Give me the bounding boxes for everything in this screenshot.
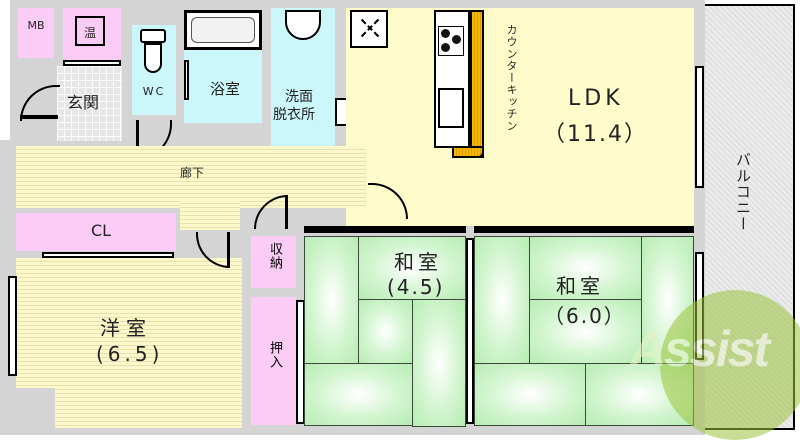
- toilet-tank: [140, 29, 166, 43]
- room-oshiire: 押入: [251, 297, 296, 425]
- ldk-label: LDK: [568, 86, 624, 111]
- oshiire-label: 押入: [267, 341, 282, 369]
- room-japanese-1: [304, 236, 466, 427]
- wc-label: WC: [142, 85, 166, 98]
- kitchen-counter: [434, 10, 470, 148]
- room-closet: CL: [16, 213, 176, 251]
- western-room-window[interactable]: [8, 276, 17, 376]
- ldk-size: （11.4）: [543, 122, 648, 147]
- closet-doors[interactable]: [42, 252, 174, 258]
- watermark-text: Assist: [630, 321, 770, 377]
- entrance-door-leaf: [20, 115, 58, 119]
- washroom-label-1: 洗面: [285, 89, 313, 105]
- bathtub: [184, 10, 262, 50]
- water-heater-unit: 温: [75, 16, 105, 46]
- room-mb: MB: [18, 8, 54, 58]
- japanese-room-2-label: 和室: [556, 274, 604, 298]
- storage-label: 収納: [267, 242, 282, 270]
- fridge-space: [350, 10, 388, 48]
- bathtub-basin: [191, 17, 255, 43]
- outer-gap: [0, 0, 10, 140]
- mb-label: MB: [27, 19, 45, 32]
- western-room-label: 洋室: [100, 316, 152, 340]
- japanese-room-2-size: （6.0）: [544, 304, 626, 328]
- western-room-column: [8, 388, 55, 428]
- bathroom-label: 浴室: [210, 80, 241, 98]
- room-water-heater: 温: [63, 8, 121, 60]
- ldk-window[interactable]: [695, 66, 704, 188]
- hallway-label: 廊下: [180, 166, 205, 180]
- western-room-size: (6.5): [96, 342, 164, 366]
- washroom-label-2: 脱衣所: [273, 107, 315, 123]
- kitchen-label: カウンターキッチン: [505, 24, 518, 132]
- japanese-room-1-size: (4.5): [387, 275, 445, 299]
- room-entrance: 玄関: [57, 66, 122, 141]
- counter-bar-end: [452, 146, 484, 158]
- water-heater-label: 温: [83, 26, 96, 40]
- sink-icon: [438, 88, 464, 128]
- room-wc: WC: [132, 25, 176, 115]
- entrance-label: 玄関: [67, 93, 100, 112]
- room-bathroom: 浴室: [184, 50, 262, 123]
- toilet-icon: [144, 43, 162, 73]
- room-hallway: [16, 146, 366, 208]
- closet-label: CL: [91, 221, 112, 240]
- assist-watermark: Assist: [630, 290, 800, 440]
- japanese-room-1-label: 和室: [394, 250, 442, 274]
- stove-icon: [438, 26, 464, 56]
- balcony-label: バルコニー: [734, 152, 752, 232]
- bathroom-door[interactable]: [184, 60, 189, 100]
- room-storage: 収納: [251, 236, 296, 288]
- japanese-room-2-fusuma[interactable]: [474, 226, 694, 233]
- japanese-room-partition[interactable]: [466, 238, 474, 424]
- japanese-room-1-fusuma[interactable]: [304, 226, 466, 233]
- counter-bar: [470, 10, 484, 158]
- shoe-cabinet: [63, 60, 121, 66]
- washbasin-icon: [285, 10, 321, 40]
- room-washroom: 洗面 脱衣所: [271, 8, 335, 160]
- hallway-nook: [180, 200, 240, 230]
